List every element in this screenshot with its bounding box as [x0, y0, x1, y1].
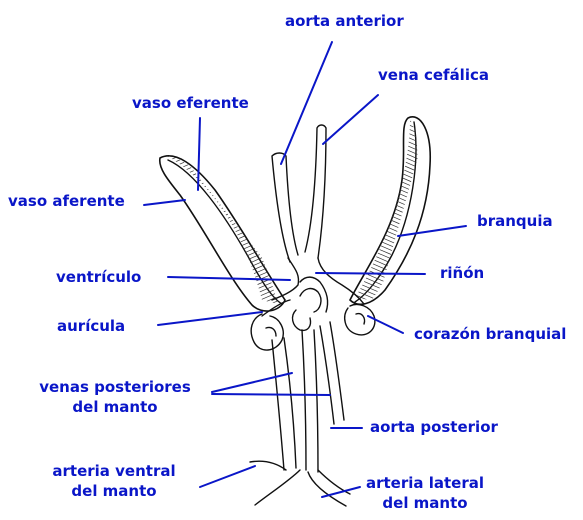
- label-vaso-eferente: vaso eferente: [132, 93, 249, 113]
- label-arteria-lateral-line2: del manto: [355, 493, 495, 513]
- label-venas-posteriores-line2: del manto: [22, 397, 208, 417]
- label-vena-cefalica: vena cefálica: [378, 65, 489, 85]
- label-arteria-lateral: arteria lateral del manto: [355, 473, 495, 513]
- label-branquia: branquia: [477, 211, 553, 231]
- label-ventriculo: ventrículo: [56, 267, 141, 287]
- label-auricula: aurícula: [57, 316, 125, 336]
- label-aorta-anterior: aorta anterior: [285, 11, 404, 31]
- label-rinon: riñón: [440, 263, 484, 283]
- right-gill: [348, 116, 430, 308]
- label-vaso-aferente: vaso aferente: [8, 191, 125, 211]
- right-branchial-heart: [345, 304, 375, 334]
- left-gill: [151, 152, 294, 311]
- label-venas-posteriores: venas posteriores del manto: [22, 377, 208, 417]
- left-auricle: [251, 314, 283, 350]
- label-arteria-ventral-line2: del manto: [34, 481, 194, 501]
- label-venas-posteriores-line1: venas posteriores: [22, 377, 208, 397]
- label-corazon-branquial: corazón branquial: [414, 324, 566, 344]
- central-structure: [293, 289, 321, 331]
- label-arteria-ventral: arteria ventral del manto: [34, 461, 194, 501]
- label-aorta-posterior: aorta posterior: [370, 417, 498, 437]
- label-arteria-ventral-line1: arteria ventral: [34, 461, 194, 481]
- label-arteria-lateral-line1: arteria lateral: [355, 473, 495, 493]
- aorta-anterior-vessel: [272, 153, 298, 262]
